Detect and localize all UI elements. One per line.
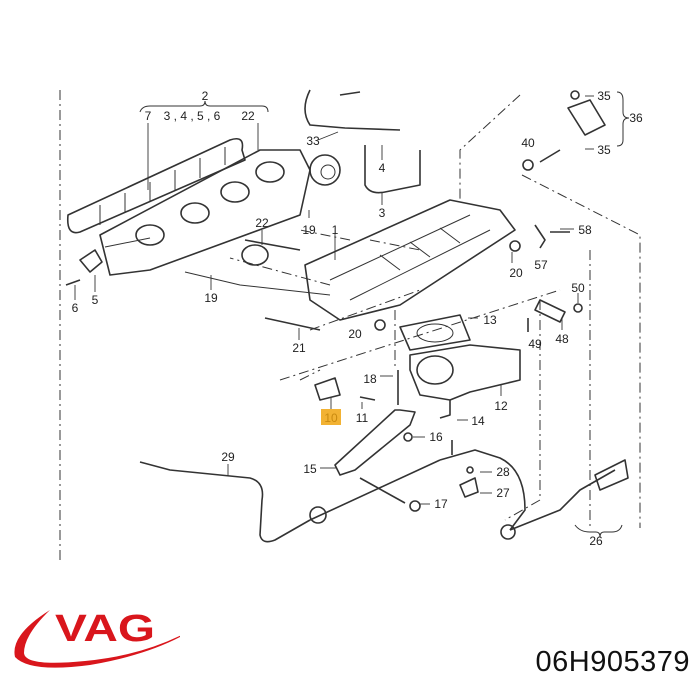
- callout-label: 49: [528, 337, 542, 351]
- callout-label: 57: [534, 258, 548, 272]
- callout-label: 35: [597, 89, 611, 103]
- coolant-pipe: [439, 449, 629, 540]
- highlighted-part-marker: [321, 409, 341, 425]
- gasket-strip: [66, 137, 246, 234]
- callout-label: 7: [145, 109, 152, 123]
- callout-label: 26: [589, 534, 603, 548]
- upper-intake-manifold: [244, 199, 570, 331]
- callout-label: 22: [241, 109, 255, 123]
- callout-label: 48: [555, 332, 569, 346]
- vacuum-hoses: [304, 89, 421, 194]
- callout-labels: 2 7 3 , 4 , 5 , 6 22 33 4 3 35 36 35 40 …: [72, 89, 643, 548]
- lower-intake-manifold: [65, 149, 341, 296]
- callout-label: 14: [471, 414, 485, 428]
- callout-label: 21: [292, 341, 306, 355]
- callout-label: 2: [202, 89, 209, 103]
- callout-label: 22: [255, 216, 269, 230]
- callout-label: 16: [429, 430, 443, 444]
- sensors: [527, 299, 583, 332]
- callout-label: 4: [379, 161, 386, 175]
- logo-text: VAG: [55, 608, 155, 650]
- callout-label: 3 , 4 , 5 , 6: [164, 109, 221, 123]
- callout-label: 6: [72, 301, 79, 315]
- callout-label: 50: [571, 281, 585, 295]
- callout-label: 19: [302, 223, 316, 237]
- callout-label: 1: [332, 223, 339, 237]
- part-number: 06H905379: [535, 646, 690, 678]
- callout-label: 11: [356, 411, 369, 425]
- bracket-and-sensor: [314, 370, 453, 512]
- parts-diagram: 2 7 3 , 4 , 5 , 6 22 33 4 3 35 36 35 40 …: [59, 89, 643, 560]
- callout-label: 28: [496, 465, 510, 479]
- callout-label: 5: [92, 293, 99, 307]
- boundary-lines: [59, 90, 641, 560]
- group-braces: [139, 91, 630, 538]
- callout-label: 40: [521, 136, 535, 150]
- callout-label: 36: [629, 111, 643, 125]
- throttle-body: [399, 314, 521, 419]
- callout-label: 58: [578, 223, 592, 237]
- callout-label: 13: [483, 313, 497, 327]
- logo-swoosh: [14, 610, 180, 668]
- callout-label: 20: [509, 266, 523, 280]
- callout-label: 29: [221, 450, 235, 464]
- callout-label: 20: [348, 327, 362, 341]
- callout-label: 3: [379, 206, 386, 220]
- callout-label: 18: [363, 372, 377, 386]
- valve-assembly: [522, 90, 606, 171]
- vag-logo: VAG: [14, 608, 180, 668]
- callout-label: 17: [434, 497, 448, 511]
- vent-pipe: [139, 459, 441, 543]
- callout-label-highlighted: 10: [324, 411, 338, 425]
- callout-label: 27: [496, 486, 510, 500]
- callout-label: 35: [597, 143, 611, 157]
- callout-label: 12: [494, 399, 508, 413]
- callout-label: 19: [204, 291, 218, 305]
- leader-lines: [74, 95, 594, 505]
- callout-label: 15: [303, 462, 317, 476]
- callout-label: 33: [306, 134, 320, 148]
